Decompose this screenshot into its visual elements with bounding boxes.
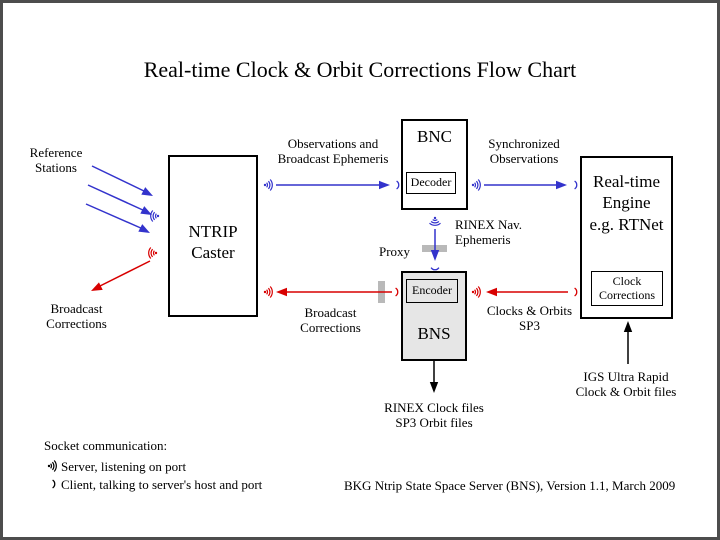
arrow-bns-to-caster [263,285,399,299]
bnc-label: BNC [417,127,452,146]
legend-server-socket-icon [47,459,57,473]
client-socket-icon [394,287,399,297]
clock-corrections-label: Clock Corrections [599,274,655,302]
client-socket-icon [573,180,578,190]
server-socket-icon [428,216,442,226]
arrow-caster-to-bnc [263,178,400,192]
server-socket-icon [148,246,158,260]
decoder-box: Decoder [406,172,456,194]
encoder-box: Encoder [406,279,458,303]
arrow-bnc-to-bns [428,216,442,271]
arrow-bns-to-files [429,361,439,394]
bnc-box [401,119,468,210]
arrows-reference-stations-to-caster [85,165,160,238]
legend-client-text: Client, talking to server's host and por… [61,477,263,492]
legend-server-text: Server, listening on port [61,459,187,474]
arrow-caster-to-broadcast-corrections [88,246,158,296]
ntrip-caster-box [168,155,258,317]
legend-client-socket-icon [51,479,56,489]
ntrip-caster-label: NTRIP Caster [188,222,238,263]
footer-caption: BKG Ntrip State Space Server (BNS), Vers… [344,478,676,493]
server-socket-icon [150,209,160,223]
clock-corrections-box: Clock Corrections [591,271,663,306]
arrow-engine-to-bns [471,285,578,299]
page-title: Real-time Clock & Orbit Corrections Flow… [143,57,577,82]
client-socket-icon [430,266,440,271]
legend-heading: Socket communication: [44,438,168,453]
server-socket-icon [263,178,273,192]
server-socket-icon [263,285,273,299]
server-socket-icon [471,285,481,299]
realtime-engine-label: Real-time Engine e.g. RTNet [589,172,664,234]
rinex-nav-ephemeris-label: RINEX Nav.Ephemeris [455,217,523,247]
client-socket-icon [573,287,578,297]
bns-label: BNS [417,324,451,343]
server-socket-icon [471,178,481,192]
arrow-igs-to-engine [623,320,633,364]
client-socket-icon [395,180,400,190]
arrow-bnc-to-engine [471,178,578,192]
proxy-label: Proxy [379,244,411,259]
